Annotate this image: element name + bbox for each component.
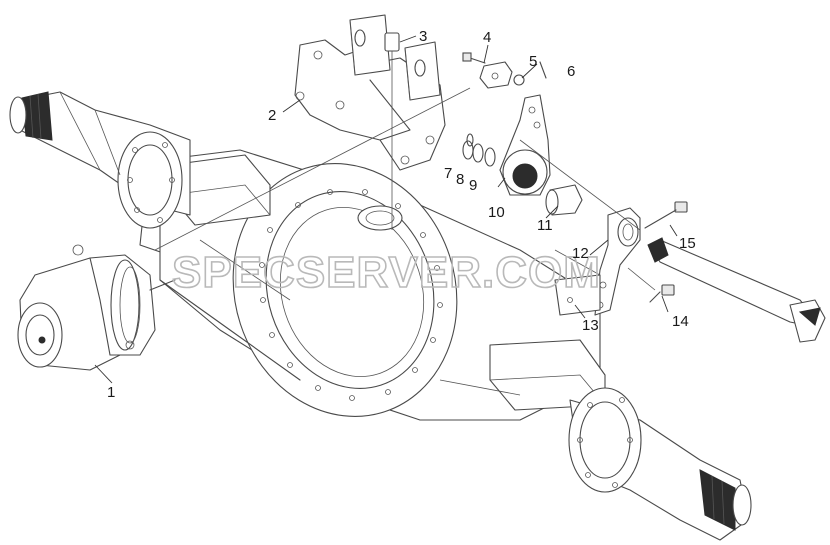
callout-9: 9 bbox=[469, 177, 477, 194]
callout-4: 4 bbox=[483, 29, 491, 46]
banjo-bolt-holes bbox=[259, 189, 443, 401]
brake-chamber bbox=[17, 244, 176, 371]
mounting-plate bbox=[554, 274, 601, 316]
chamber-bracket bbox=[294, 14, 446, 171]
callout-7: 7 bbox=[444, 165, 452, 182]
callout-11: 11 bbox=[537, 217, 553, 234]
callout-labels: 1 2 3 4 5 6 7 8 9 10 11 12 13 14 15 bbox=[107, 28, 696, 401]
callout-2: 2 bbox=[268, 107, 276, 124]
axle-housing bbox=[139, 149, 606, 421]
right-spindle bbox=[568, 387, 752, 541]
callout-13: 13 bbox=[582, 317, 599, 334]
callout-leaders bbox=[94, 35, 678, 384]
right-spline-knurl bbox=[699, 469, 736, 531]
callout-1: 1 bbox=[107, 384, 115, 401]
callout-8: 8 bbox=[456, 171, 464, 188]
callout-3: 3 bbox=[419, 28, 427, 45]
bolt-3 bbox=[384, 32, 400, 72]
callout-6: 6 bbox=[567, 63, 575, 80]
callout-10: 10 bbox=[488, 204, 505, 221]
callout-15: 15 bbox=[679, 235, 696, 252]
left-spindle bbox=[9, 91, 191, 229]
clevis-pin-assembly bbox=[462, 52, 547, 89]
washers bbox=[462, 133, 496, 167]
camshaft-bracket bbox=[594, 207, 641, 316]
watermark: SPECSERVER.COM bbox=[172, 248, 601, 297]
slack-adjuster bbox=[499, 94, 551, 196]
bolt-14 bbox=[649, 284, 675, 303]
callout-5: 5 bbox=[529, 53, 537, 70]
s-camshaft bbox=[647, 237, 826, 343]
bushing-11 bbox=[545, 184, 583, 216]
assembly-lines bbox=[154, 72, 656, 291]
bolt-15 bbox=[644, 201, 688, 229]
callout-12: 12 bbox=[572, 245, 589, 262]
callout-14: 14 bbox=[672, 313, 689, 330]
